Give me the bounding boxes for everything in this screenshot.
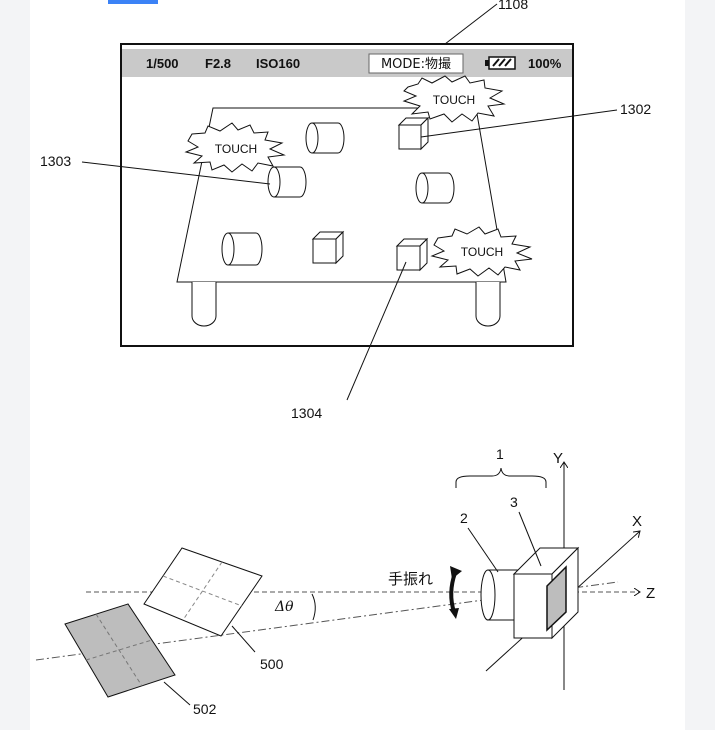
z-axis-label: Z — [646, 585, 655, 602]
table-leg-right — [475, 282, 501, 327]
table-leg-left — [191, 282, 217, 327]
subject-plane-back — [64, 603, 176, 698]
cylinder-object — [221, 232, 263, 266]
cylinder-object — [415, 172, 455, 204]
touch-burst-top: TOUCH — [402, 75, 506, 123]
angle-arc — [311, 593, 316, 621]
battery-percent-text: 100% — [528, 56, 562, 71]
ref-label-502: 502 — [193, 701, 217, 717]
mode-box — [368, 53, 464, 74]
shake-label: 手振れ — [388, 570, 433, 588]
x-axis-label: X — [632, 513, 642, 530]
leader-line-2 — [467, 527, 499, 573]
aperture-text: F2.8 — [205, 56, 231, 71]
ref-label-1: 1 — [496, 446, 504, 462]
ref-label-3: 3 — [510, 494, 518, 510]
camera-lens — [480, 569, 521, 621]
ref-label-500: 500 — [260, 656, 284, 672]
touch-label: TOUCH — [215, 142, 257, 156]
top-figure: 1108 1/500 F2.8 ISO160 MODE:物撮 100% — [40, 0, 651, 421]
group-bracket — [455, 467, 547, 488]
ref-label-1302: 1302 — [620, 101, 651, 117]
cylinder-object — [267, 166, 307, 198]
mode-text: MODE:物撮 — [381, 56, 451, 72]
angle-label: Δθ — [274, 599, 294, 615]
shake-arrow-icon — [449, 566, 462, 619]
table-top — [176, 107, 507, 283]
ref-label-1303: 1303 — [40, 153, 71, 169]
leader-line-1108 — [444, 3, 498, 45]
touch-label: TOUCH — [433, 93, 475, 107]
ref-label-2: 2 — [460, 510, 468, 526]
leader-line-1302 — [420, 109, 618, 138]
touch-burst-right: TOUCH — [430, 226, 533, 277]
cube-object — [395, 237, 429, 272]
subject-plane-front — [143, 547, 263, 637]
battery-icon — [485, 56, 516, 70]
camera-screen-frame — [120, 43, 574, 347]
cylinder-object — [305, 122, 345, 154]
bottom-figure: 1 Y X Z Δθ 2 3 手 — [35, 446, 655, 717]
leader-line-500 — [231, 625, 256, 653]
touch-burst-left: TOUCH — [184, 122, 286, 173]
leader-line-1304 — [346, 261, 407, 401]
y-axis-label: Y — [553, 450, 563, 467]
shutter-speed-text: 1/500 — [146, 56, 179, 71]
cube-object — [397, 116, 430, 151]
leader-line-1303 — [81, 161, 271, 185]
touch-label: TOUCH — [461, 245, 503, 259]
leader-line-502 — [163, 681, 191, 706]
image-sensor — [546, 565, 567, 632]
leader-line-3 — [518, 511, 542, 567]
ref-label-1304: 1304 — [291, 405, 322, 421]
iso-text: ISO160 — [256, 56, 300, 71]
camera-body — [512, 546, 580, 640]
ref-label-1108: 1108 — [498, 0, 528, 12]
cube-object — [311, 230, 345, 265]
blue-tab-marker — [108, 0, 158, 4]
